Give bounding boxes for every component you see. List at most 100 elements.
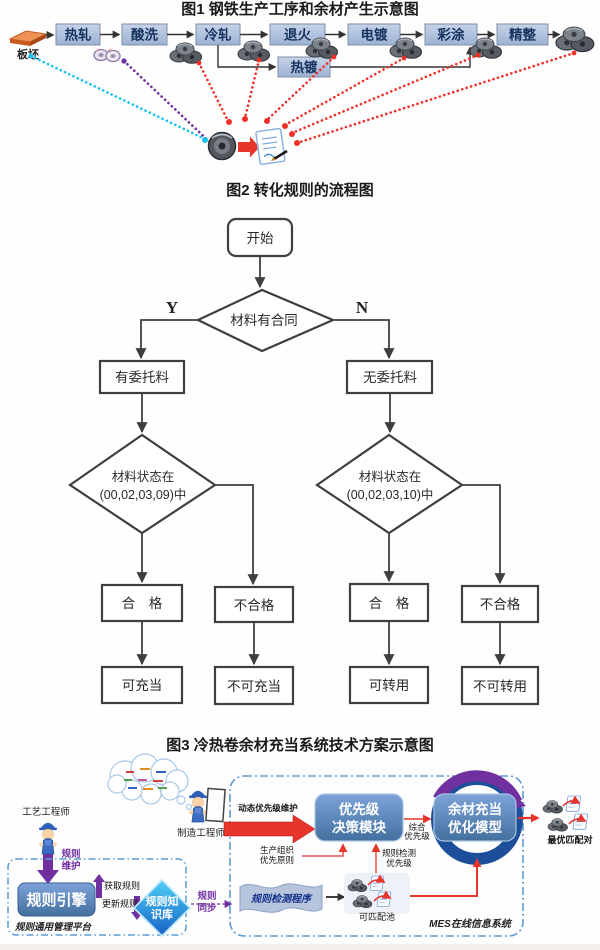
- process-label: 退火: [284, 28, 311, 43]
- rule-platform-box: [7, 858, 187, 936]
- pen-icon: [271, 149, 288, 161]
- priority-module-line2: 决策模块: [332, 819, 386, 835]
- manufacturing-engineer-label: 制造工程师: [177, 827, 225, 839]
- flow-decision-state-left: [68, 433, 217, 535]
- pool-icons: [347, 874, 392, 909]
- flow-box-has-consign: [98, 359, 186, 395]
- production-org-line1: 生产组织: [260, 845, 294, 855]
- knowledge-base-line2: 识库: [151, 907, 173, 921]
- flow-cannot-transfer-label: 不可转用: [473, 679, 527, 694]
- figure1-production-process: 图1 钢铁生产工序和余材产生示意图 板坯 热轧 酸洗 冷轧 退火 电镀 彩涂 精…: [8, 0, 595, 166]
- best-match-label: 最优匹配对: [547, 834, 592, 845]
- surplus-coil-icon: [207, 131, 237, 161]
- flow-box-cannot-transfer: [460, 665, 540, 706]
- flow-box-qualified-right: [348, 582, 430, 623]
- rule-sync-line2: 同步: [197, 902, 217, 914]
- priority-module-line1: 优先级: [339, 801, 380, 817]
- flow-state-right-line2: (00,02,03,10)中: [347, 487, 434, 502]
- knowledge-base-diamond: [132, 878, 192, 938]
- production-org-arrow: [302, 843, 348, 857]
- flow-can-serve-label: 可充当: [122, 678, 163, 693]
- optimize-model-line2: 优化模型: [448, 819, 502, 835]
- flow-box-no-consign: [345, 359, 434, 395]
- flow-state-left-line2: (00,02,03,09)中: [100, 487, 187, 502]
- dynamic-priority-label: 动态优先级维护: [238, 803, 298, 813]
- get-rules-label: 获取规则: [104, 880, 140, 891]
- surplus-dotted-lines: [29, 51, 576, 149]
- flow-decision-contract-label: 材料有合同: [230, 313, 298, 328]
- mes-system-box: [229, 775, 524, 937]
- flow-decision-state-right: [315, 433, 464, 535]
- red-arrow-icon: [238, 136, 260, 158]
- flow-box-can-serve: [100, 665, 184, 705]
- knowledge-base-line1: 规则知: [146, 894, 179, 908]
- process-label: 热轧: [65, 27, 92, 43]
- rule-maintain-line2: 维护: [61, 860, 80, 872]
- flowchart-connectors: [135, 256, 506, 666]
- rule-engine-box: [17, 882, 96, 917]
- flow-box-unqualified-right: [460, 584, 540, 624]
- rule-document-icon: [255, 127, 286, 166]
- thought-cloud-icon: [107, 753, 193, 811]
- slab-label: 板坯: [17, 47, 39, 61]
- flow-unqualified-left-label: 不合格: [234, 598, 275, 613]
- flow-yes-label: Y: [166, 298, 178, 317]
- process-arrows: [46, 30, 561, 71]
- thought-cloud-content: [124, 768, 167, 790]
- rule-maintain-line1: 规则: [61, 848, 80, 860]
- rule-engine-label: 规则引擎: [26, 891, 86, 909]
- figure2-flowchart: 图2 转化规则的流程图: [68, 181, 540, 706]
- pool-to-model-arrow: [410, 858, 482, 897]
- process-label: 电镀: [361, 27, 388, 43]
- flow-qualified-left-label: 合 格: [122, 596, 163, 611]
- production-org-line2: 优先原则: [260, 855, 294, 865]
- flow-box-can-transfer: [348, 665, 430, 705]
- optimize-model-box: [433, 793, 517, 842]
- bottom-strip: [0, 944, 600, 950]
- dynamic-priority-arrow: [223, 814, 316, 844]
- combined-priority-line2: 优先级: [404, 831, 430, 841]
- rule-check-line1: 规则检测: [382, 848, 416, 858]
- flow-no-label: N: [356, 298, 369, 317]
- update-rules-label: 更新规则: [102, 898, 138, 909]
- whiteboard-icon: [205, 787, 226, 823]
- process-label: 冷轧: [205, 27, 232, 43]
- pool-label: 可匹配池: [359, 911, 395, 922]
- priority-module-box: [314, 793, 404, 842]
- combined-priority-line1: 综合: [408, 822, 426, 832]
- process-label: 酸洗: [131, 27, 158, 43]
- mes-system-label: MES在线信息系统: [429, 918, 513, 930]
- flow-qualified-right-label: 合 格: [369, 596, 410, 611]
- flowchart-shapes: [68, 217, 540, 706]
- coil-pile-icon: [169, 42, 203, 64]
- flow-cannot-serve-label: 不可充当: [227, 679, 281, 694]
- best-match-icons: [542, 795, 589, 832]
- figure3-system-scheme: 图3 冷热卷余材充当系统技术方案示意图 工艺工程师 制造工程师: [7, 736, 593, 938]
- flow-state-left-line1: 材料状态在: [112, 470, 175, 484]
- flow-no-consign-label: 无委托料: [363, 370, 417, 385]
- process-label: 精整: [509, 27, 537, 43]
- rule-sync-line1: 规则: [197, 890, 216, 902]
- rule-check-line2: 优先级: [386, 858, 412, 868]
- optimize-model-line1: 余材充当: [447, 801, 502, 817]
- coil-pile-icon: [237, 40, 271, 62]
- check-program-banner: [239, 883, 323, 913]
- process-engineer-icon: [38, 822, 58, 855]
- final-coil-pile-icon: [555, 26, 595, 53]
- flow-start-label: 开始: [247, 231, 274, 246]
- flow-state-right-line1: 材料状态在: [359, 470, 422, 484]
- check-program-label: 规则检测程序: [250, 893, 313, 905]
- pickling-rings-icon: [93, 48, 121, 63]
- flow-box-cannot-serve: [213, 665, 295, 706]
- flow-can-transfer-label: 可转用: [369, 678, 410, 693]
- figure1-title: 图1 钢铁生产工序和余材产生示意图: [181, 0, 419, 18]
- flow-has-consign-label: 有委托料: [115, 370, 169, 385]
- figure3-title: 图3 冷热卷余材充当系统技术方案示意图: [166, 736, 434, 754]
- figure2-title: 图2 转化规则的流程图: [226, 181, 374, 199]
- process-engineer-label: 工艺工程师: [22, 806, 70, 818]
- flow-unqualified-right-label: 不合格: [480, 597, 521, 612]
- get-rules-arrow: [93, 874, 105, 898]
- rule-platform-label: 规则通用管理平台: [14, 921, 93, 933]
